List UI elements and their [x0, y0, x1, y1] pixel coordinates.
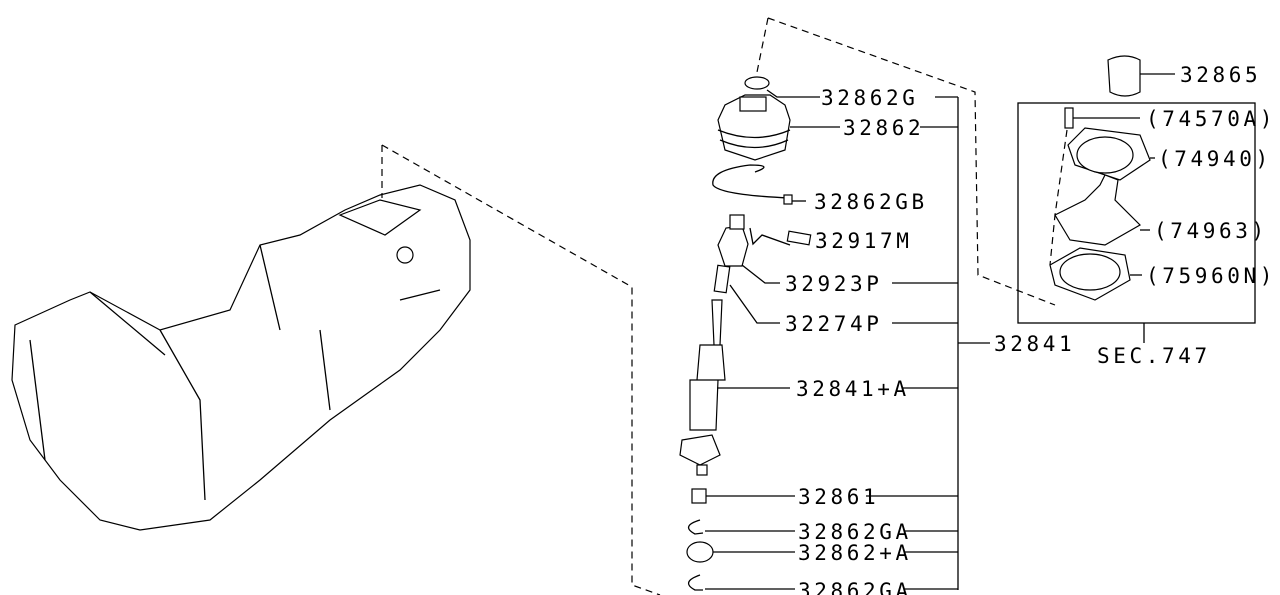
part-label-32862GA[interactable]: 32862GA	[798, 520, 912, 544]
dashed-guide	[381, 144, 661, 595]
sec747-frame	[1017, 102, 1256, 324]
part-label-32841A[interactable]: 32841+A	[796, 377, 910, 401]
part-label-32274P[interactable]: 32274P	[785, 312, 882, 336]
part-label-32862G[interactable]: 32862G	[821, 86, 918, 110]
part-label-32865[interactable]: 32865	[1180, 63, 1261, 87]
part-label-32862GB[interactable]: 32862GB	[814, 190, 928, 214]
part-label-74963[interactable]: (74963)	[1154, 219, 1268, 243]
part-label-75960N[interactable]: (75960N)	[1146, 264, 1276, 288]
leader-lines	[705, 73, 1175, 590]
part-label-74940[interactable]: (74940)	[1158, 147, 1272, 171]
part-label-32862GA[interactable]: 32862GA	[798, 579, 912, 595]
parts-drawings	[679, 55, 1151, 591]
part-label-32861[interactable]: 32861	[798, 485, 879, 509]
part-label-32862A[interactable]: 32862+A	[798, 541, 912, 565]
part-label-32841[interactable]: 32841	[994, 332, 1075, 356]
part-label-32862[interactable]: 32862	[843, 116, 924, 140]
section-reference-label[interactable]: SEC.747	[1097, 344, 1211, 368]
transmission-housing-drawing	[11, 184, 471, 531]
part-label-74570A[interactable]: (74570A)	[1146, 107, 1276, 131]
part-label-32917M[interactable]: 32917M	[815, 229, 912, 253]
dashed-guide	[754, 17, 1056, 306]
part-label-32923P[interactable]: 32923P	[785, 272, 882, 296]
